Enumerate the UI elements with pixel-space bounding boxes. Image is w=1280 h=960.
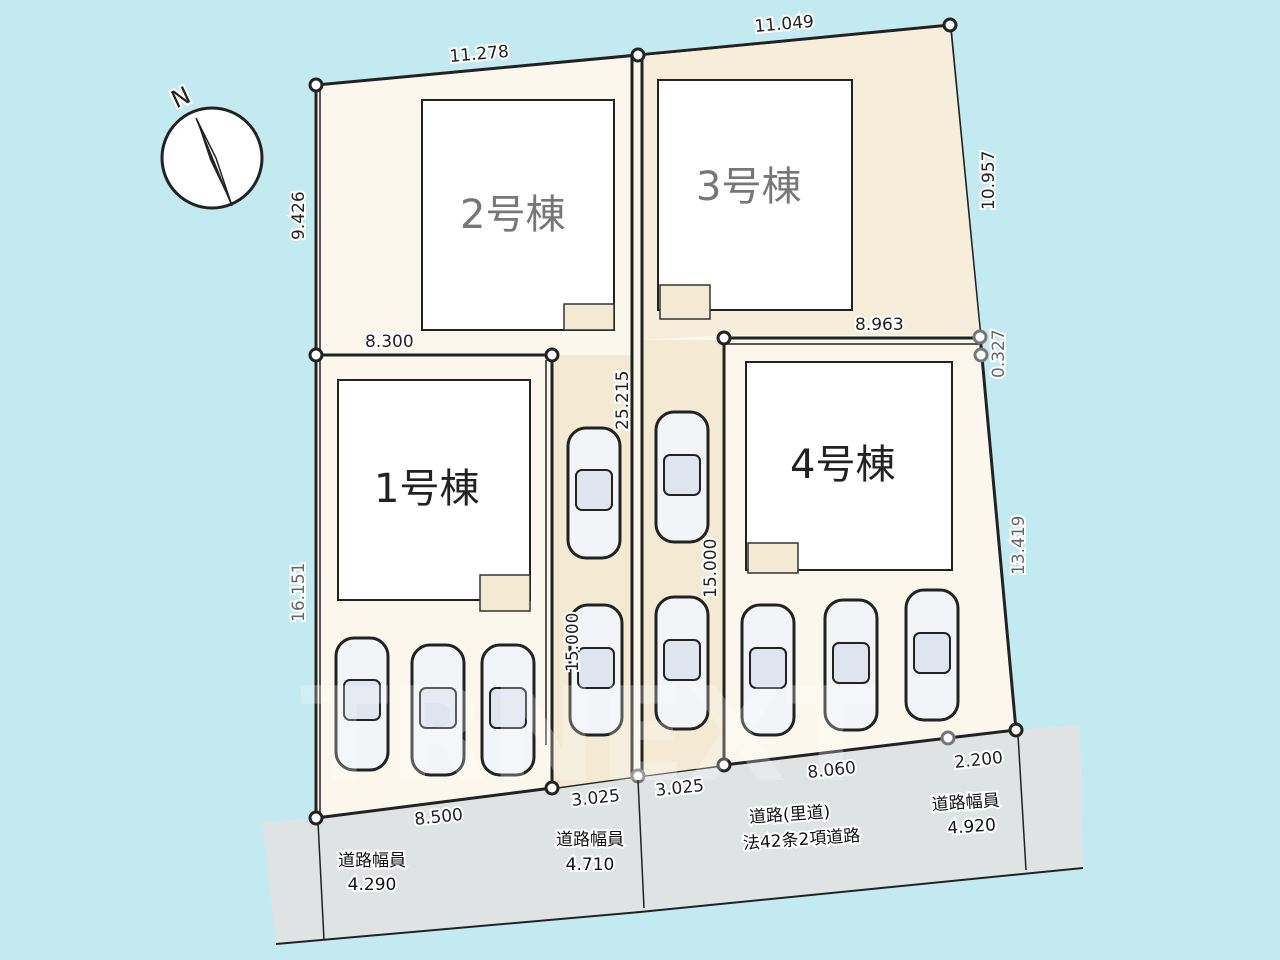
- compass-north-label: N: [167, 81, 195, 114]
- building-3: [657, 79, 853, 311]
- building-2-label: 2号棟: [460, 192, 565, 238]
- building-4-label: 4号棟: [790, 442, 895, 488]
- building-3-label: 3号棟: [696, 164, 801, 210]
- building-1-label: 1号棟: [374, 466, 479, 512]
- building-4: [745, 361, 953, 571]
- dim-left-upper: 9.426: [289, 191, 309, 240]
- watermark-logo: TRNEXT: [300, 659, 875, 811]
- road-width-label-a: 道路幅員: [338, 851, 406, 871]
- lot-boundaries: [316, 56, 980, 815]
- dim-top-right: 11.049: [754, 12, 815, 37]
- dim-lot4-top: 8.963: [855, 315, 904, 335]
- dim-right-jog: 0.327: [989, 329, 1009, 378]
- dim-lot2-flag: 25.215: [613, 371, 633, 430]
- car-icon: [823, 598, 879, 732]
- compass-icon: N: [160, 79, 264, 210]
- car-icon: [740, 603, 796, 737]
- road-edge: [275, 867, 1084, 945]
- boundary-points: [308, 17, 1024, 826]
- dim-lot1-top: 8.300: [365, 332, 414, 352]
- dim-left-lower: 16.151: [289, 563, 309, 622]
- parking-cars: [334, 410, 960, 777]
- car-icon: [654, 410, 710, 544]
- dim-lot1-flag: 15.000: [563, 613, 583, 672]
- dim-lot3-flag: 15.000: [701, 539, 721, 598]
- road-width-label-b: 道路幅員: [556, 830, 624, 850]
- dim-right-upper: 10.957: [979, 151, 999, 210]
- entrance-steps: [479, 284, 799, 612]
- dim-top-left: 11.278: [449, 42, 510, 67]
- car-icon: [334, 636, 390, 772]
- dim-right-lower: 13.419: [1009, 516, 1029, 575]
- road-width-value-c: 4.920: [947, 815, 997, 838]
- car-icon: [654, 595, 710, 731]
- building-2: [421, 99, 615, 331]
- car-icon: [566, 426, 622, 560]
- road-width-arrows: [317, 734, 1027, 941]
- road-width-value-b: 4.710: [566, 855, 615, 875]
- building-1: [337, 379, 531, 601]
- car-icon: [480, 643, 536, 777]
- road-area: [262, 725, 1083, 944]
- car-icon: [410, 643, 466, 777]
- car-icon: [568, 603, 624, 737]
- road-width-value-a: 4.290: [348, 875, 397, 895]
- car-icon: [904, 588, 960, 722]
